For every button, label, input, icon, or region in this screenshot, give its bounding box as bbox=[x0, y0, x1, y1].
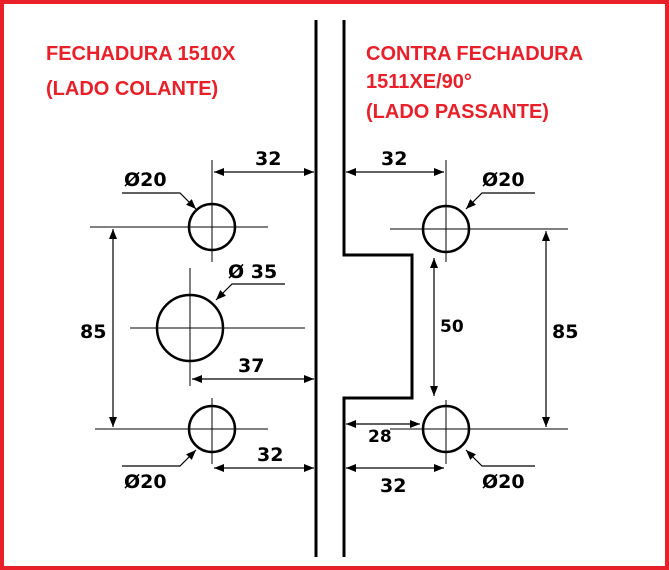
right-inner-offset-label: 28 bbox=[368, 427, 392, 447]
left-top-hole bbox=[187, 202, 237, 252]
right-title-line2: 1511XE/90° bbox=[366, 71, 472, 93]
right-top-hole bbox=[421, 204, 471, 254]
left-top-offset-label: 32 bbox=[255, 148, 281, 170]
right-vertical-label: 85 bbox=[552, 321, 578, 343]
right-top-diameter-label: Ø20 bbox=[482, 169, 525, 191]
left-mid-diameter-label: Ø 35 bbox=[228, 261, 277, 283]
right-bottom-offset-label: 32 bbox=[380, 475, 406, 497]
left-top-diameter-leader bbox=[122, 192, 197, 210]
right-top-diameter-leader bbox=[465, 192, 535, 210]
left-title-line1: FECHADURA 1510X bbox=[46, 43, 236, 65]
left-bottom-offset-label: 32 bbox=[257, 444, 283, 466]
left-bottom-hole bbox=[187, 404, 237, 454]
right-bottom-diameter-leader bbox=[465, 449, 535, 467]
right-title-line3: (LADO PASSANTE) bbox=[366, 101, 549, 123]
left-mid-hole bbox=[155, 293, 225, 363]
right-title-line1: CONTRA FECHADURA bbox=[366, 43, 583, 65]
left-mid-offset-label: 37 bbox=[238, 355, 264, 377]
left-vertical-label: 85 bbox=[80, 321, 106, 343]
strike-plate-profile bbox=[342, 20, 414, 557]
left-top-diameter-label: Ø20 bbox=[124, 169, 167, 191]
right-bottom-hole bbox=[421, 404, 471, 454]
right-bottom-diameter-label: Ø20 bbox=[482, 471, 525, 493]
left-bottom-diameter-leader bbox=[122, 449, 197, 467]
left-bottom-diameter-label: Ø20 bbox=[124, 471, 167, 493]
right-step-label: 50 bbox=[440, 317, 464, 337]
right-top-offset-label: 32 bbox=[381, 148, 407, 170]
left-title-line2: (LADO COLANTE) bbox=[46, 78, 218, 100]
left-mid-diameter-leader bbox=[215, 283, 285, 301]
